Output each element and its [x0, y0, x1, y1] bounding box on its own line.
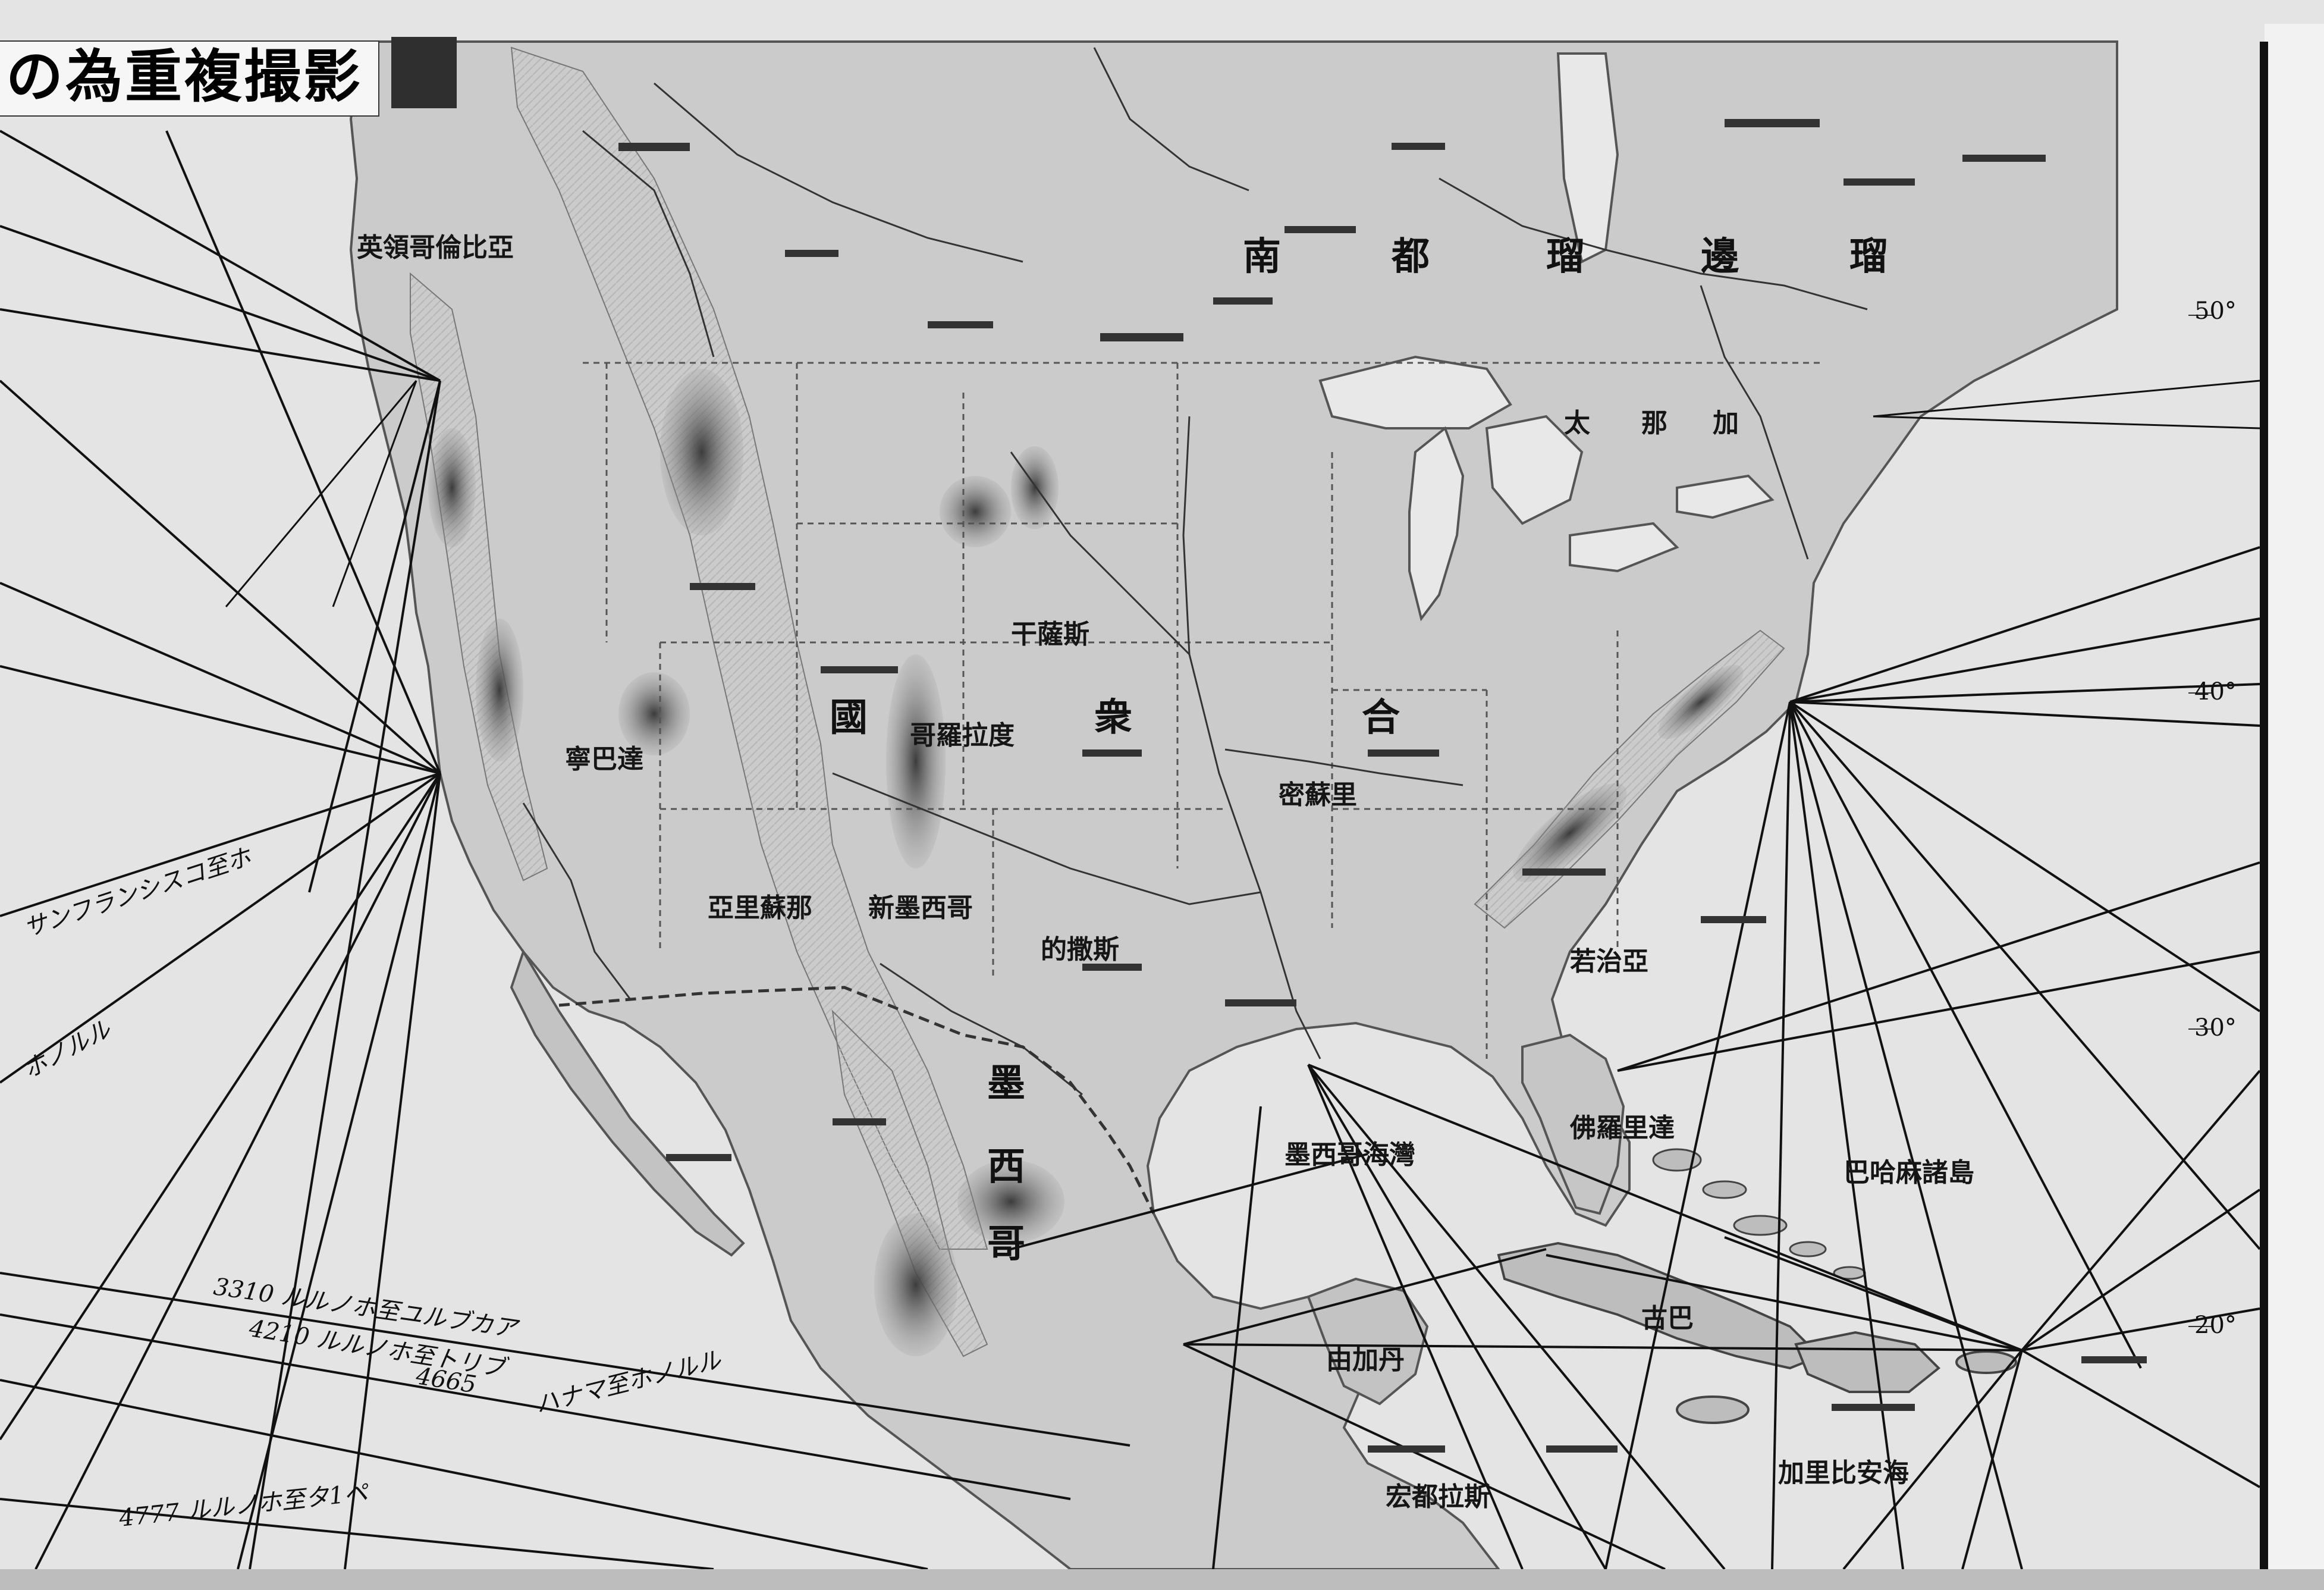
florida-peninsula — [1521, 1033, 1625, 1215]
label-caribbean-sea: 加里比安海 — [1778, 1458, 1909, 1488]
label-usa-1: 國 — [830, 695, 869, 740]
bahama-islands — [1652, 1148, 1866, 1280]
label-mexico-3: 哥 — [987, 1222, 1026, 1266]
label-british-columbia: 英領哥倫比亞 — [357, 233, 514, 263]
label-honduras: 宏都拉斯 — [1386, 1482, 1490, 1512]
label-yucatan: 由加丹 — [1326, 1345, 1405, 1375]
label-nevada: 寧巴達 — [565, 744, 643, 774]
rivers — [522, 47, 1868, 1096]
jamaica-island — [1676, 1395, 1750, 1424]
label-bahama-islands: 巴哈麻諸島 — [1844, 1158, 1974, 1188]
stamp-dark-block — [391, 37, 457, 108]
label-mexico-1: 墨 — [987, 1061, 1026, 1106]
label-rupert-2: 都 — [1392, 234, 1431, 279]
label-canada-1: 太 — [1564, 408, 1590, 438]
state-borders — [583, 362, 1820, 1059]
label-texas: 的撒斯 — [1041, 934, 1119, 965]
label-canada-2: 那 — [1641, 408, 1667, 438]
appalachian-mountains — [1474, 629, 1785, 929]
baja-california — [510, 949, 745, 1257]
label-rupert-1: 南 — [1243, 234, 1282, 279]
coast-ranges — [410, 272, 548, 882]
map-neat-line — [2260, 42, 2268, 1588]
latitude-label-30: 30° — [2194, 1014, 2237, 1042]
label-colorado: 哥羅拉度 — [910, 720, 1015, 751]
latitude-label-40: 40° — [2194, 678, 2237, 705]
label-cuba: 古巴 — [1641, 1303, 1694, 1334]
place-name-marks — [618, 119, 2147, 1453]
great-lakes — [1318, 52, 1775, 622]
label-mexico-2: 西 — [987, 1144, 1026, 1189]
label-kansas: 干薩斯 — [1011, 619, 1089, 650]
label-rupert-3: 瑠 — [1546, 234, 1585, 279]
shipping-routes-atlantic — [1604, 546, 2261, 1570]
mexican-sierras — [831, 1009, 988, 1357]
label-canada-3: 加 — [1713, 408, 1739, 438]
latitude-label-50: 50° — [2194, 297, 2237, 325]
hispaniola-island — [1794, 1331, 1940, 1393]
label-florida: 佛羅里達 — [1570, 1113, 1675, 1143]
graticule-ticks — [2188, 315, 2212, 1327]
rocky-mountains — [510, 46, 1064, 1250]
photo-bottom-edge — [0, 1569, 2324, 1590]
label-new-mexico: 新墨西哥 — [868, 893, 973, 923]
shipping-routes-pacific — [0, 130, 1130, 1570]
map-right-margin — [2265, 24, 2324, 1590]
shipping-routes-canada — [225, 380, 2260, 607]
label-missouri: 密蘇里 — [1279, 780, 1357, 810]
label-usa-3: 合 — [1362, 695, 1401, 740]
shipping-routes-gulf — [1010, 861, 2260, 1570]
yucatan-peninsula — [1307, 1277, 1429, 1406]
duplicate-photo-stamp: の為重複撮影 — [0, 42, 378, 116]
label-usa-2: 衆 — [1094, 695, 1133, 740]
label-gulf-of-mexico: 墨西哥海灣 — [1285, 1140, 1415, 1170]
label-rupert-5: 瑠 — [1849, 234, 1889, 279]
label-rupert-4: 邊 — [1701, 234, 1740, 279]
puerto-rico-island — [1955, 1350, 2017, 1374]
latitude-label-20: 20° — [2194, 1312, 2237, 1339]
label-georgia: 若治亞 — [1570, 946, 1648, 977]
label-arizona: 亞里蘇那 — [708, 893, 812, 923]
